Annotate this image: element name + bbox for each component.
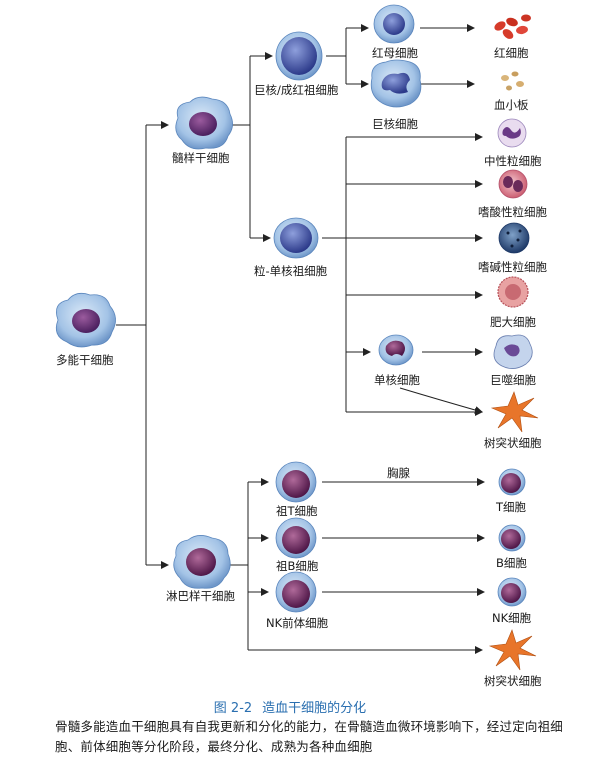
eosinophil-label: 嗜酸性粒细胞 — [478, 205, 547, 219]
basophil-icon — [498, 222, 530, 254]
nk-cell-label: NK细胞 — [492, 611, 532, 625]
hsc-label: 多能干细胞 — [56, 353, 114, 367]
neutrophil-icon — [497, 118, 527, 148]
nk-cell-icon — [497, 577, 527, 607]
meg-ery-progenitor-icon — [275, 31, 323, 81]
myeloid-stem-cell-icon — [175, 96, 233, 150]
thymus-label: 胸腺 — [387, 466, 410, 480]
connector-lines — [116, 24, 485, 654]
gm-progenitor-icon — [273, 217, 319, 259]
pro-t-cell-icon — [275, 461, 317, 503]
dendritic-label-2: 树突状细胞 — [484, 674, 542, 688]
figure-caption-body: 骨髓多能造血干细胞具有自我更新和分化的能力，在骨髓造血微环境影响下，经过定向祖细… — [55, 719, 564, 754]
dendritic-label-1: 树突状细胞 — [484, 436, 542, 450]
lymphoid-stem-cell-icon — [173, 535, 231, 589]
neutrophil-label: 中性粒细胞 — [484, 154, 542, 168]
erythroblast-label: 红母细胞 — [372, 46, 418, 60]
megakaryocyte-label: 巨核细胞 — [372, 117, 418, 131]
t-cell-icon — [498, 468, 526, 496]
hematopoiesis-diagram — [55, 4, 539, 671]
pro-b-cell-icon — [275, 517, 317, 559]
b-cell-label: B细胞 — [496, 556, 527, 570]
pro-t-label: 祖T细胞 — [276, 504, 318, 518]
dendritic-cell-icon — [488, 629, 537, 671]
nk-precursor-icon — [275, 571, 317, 613]
nk-precursor-label: NK前体细胞 — [266, 616, 329, 630]
megakaryocyte-icon — [370, 59, 422, 108]
mast-cell-icon — [497, 276, 529, 308]
macrophage-icon — [493, 334, 533, 369]
figure-number: 图 2-2 — [213, 701, 253, 716]
platelet-icon — [501, 71, 524, 91]
mast-cell-label: 肥大细胞 — [490, 315, 536, 329]
rbc-label: 红细胞 — [494, 46, 529, 60]
monocyte-icon — [378, 334, 414, 366]
erythroblast-icon — [373, 4, 415, 44]
myeloid-stem-label: 髓样干细胞 — [172, 151, 230, 165]
figure-caption-title: 图 2-2 造血干细胞的分化 — [0, 697, 590, 716]
hsc-cell-icon — [55, 292, 116, 348]
dendritic-cell-icon — [490, 391, 539, 433]
b-cell-icon — [498, 524, 526, 552]
t-cell-label: T细胞 — [496, 500, 527, 514]
monocyte-label: 单核细胞 — [374, 373, 420, 387]
eosinophil-icon — [498, 169, 528, 199]
macrophage-label: 巨噬细胞 — [490, 373, 536, 387]
lymphoid-stem-label: 淋巴样干细胞 — [166, 589, 235, 603]
pro-b-label: 祖B细胞 — [276, 559, 319, 573]
gm-progenitor-label: 粒-单核祖细胞 — [254, 264, 328, 278]
basophil-label: 嗜碱性粒细胞 — [478, 260, 547, 274]
platelet-label: 血小板 — [494, 98, 529, 112]
meg-ery-progenitor-label: 巨核/成红祖细胞 — [254, 83, 339, 97]
figure-title: 造血干细胞的分化 — [262, 701, 367, 716]
rbc-icon — [494, 14, 531, 39]
